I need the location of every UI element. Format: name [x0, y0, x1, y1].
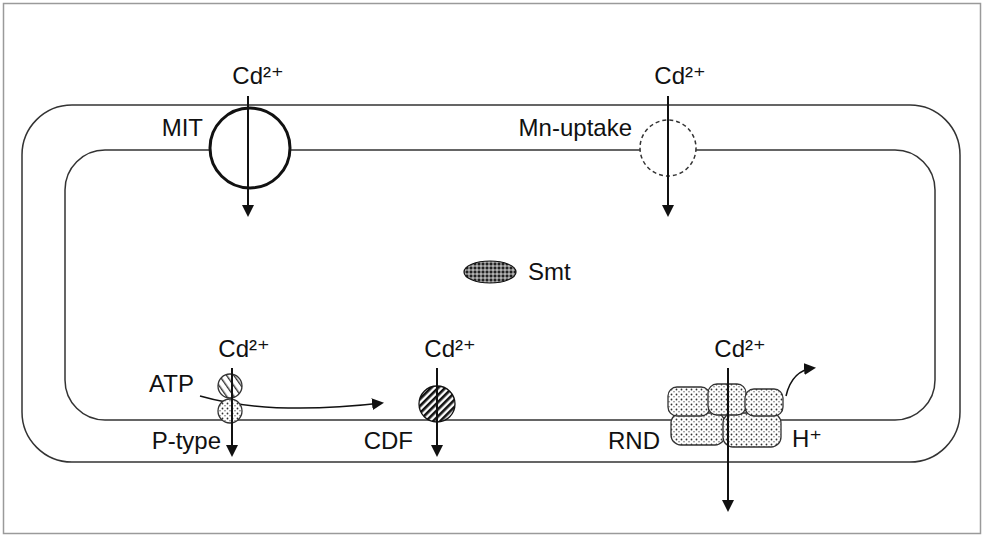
- uptake-arrow: [247, 106, 249, 190]
- proton-arrow: [786, 368, 814, 396]
- transporter-name: Smt: [528, 258, 571, 286]
- atp-label: ATP: [149, 370, 194, 398]
- ion-label: Cd²⁺: [714, 335, 765, 363]
- efflux-arrow: [231, 368, 233, 430]
- efflux-arrow: [727, 381, 729, 451]
- mn-uptake-transporter: Mn-uptake: [638, 118, 698, 178]
- ion-label: Cd²⁺: [218, 335, 269, 363]
- rnd-pump: RND: [665, 383, 787, 449]
- p-type-atpase: [218, 374, 242, 398]
- efflux-arrow: [727, 368, 729, 510]
- p-type-atpase: [218, 399, 242, 423]
- shape-outline: [216, 372, 244, 426]
- shape-outline: [638, 118, 698, 178]
- transporter-name: MIT: [162, 114, 203, 142]
- shape-outline: [418, 385, 456, 423]
- transporter-name: Mn-uptake: [519, 114, 632, 142]
- mit-transporter: MIT: [208, 106, 292, 190]
- outer-membrane: [22, 105, 960, 462]
- mit-channel: [210, 108, 290, 188]
- ion-label: Cd²⁺: [232, 62, 283, 90]
- cdf-transporter: CDF: [418, 385, 456, 423]
- rnd-pump: [668, 384, 783, 447]
- uptake-arrow: [667, 96, 669, 215]
- efflux-arrow: [436, 383, 438, 425]
- inner-membrane: [65, 150, 935, 420]
- smt-protein: [464, 261, 516, 283]
- ion-label: Cd²⁺: [424, 335, 475, 363]
- proton-label: H⁺: [792, 425, 822, 453]
- ion-label: Cd²⁺: [654, 62, 705, 90]
- uptake-arrow: [667, 118, 669, 178]
- figure-frame: [4, 4, 981, 534]
- shape-outline: [665, 383, 787, 449]
- transporter-name: RND: [608, 427, 660, 455]
- smt-metallothionein: Smt: [463, 260, 517, 284]
- shape-outline: [208, 106, 292, 190]
- transporter-name: CDF: [364, 427, 413, 455]
- p-type-pump: P-type: [216, 372, 244, 426]
- efflux-arrow: [436, 368, 438, 455]
- uptake-arrow: [247, 96, 249, 215]
- transporter-name: P-type: [152, 427, 221, 455]
- shape-outline: [463, 260, 517, 284]
- efflux-arrow: [231, 368, 233, 455]
